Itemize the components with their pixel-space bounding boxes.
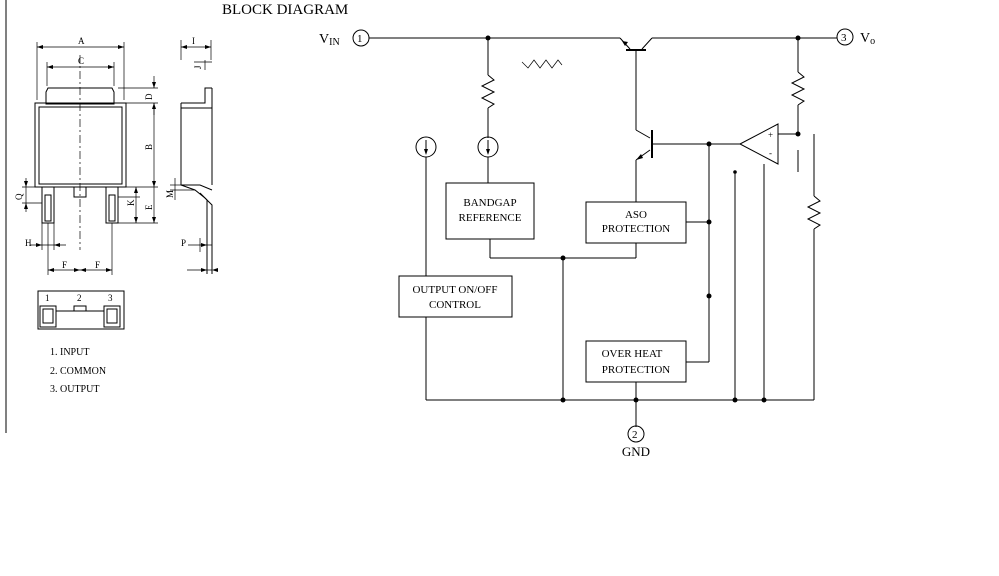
package-side-view: I J M P — [165, 36, 218, 274]
dim-label-e: E — [144, 204, 154, 210]
pin-number-2: 2 — [77, 293, 82, 303]
pass-transistor — [619, 37, 653, 130]
bandgap-label-line2: REFERENCE — [459, 212, 522, 224]
overheat-label-line2: PROTECTION — [602, 364, 671, 376]
noise-symbol — [521, 59, 563, 69]
aso-label-line1: ASO — [625, 209, 647, 221]
output-onoff-control-block — [398, 275, 513, 318]
dim-label-c: C — [78, 56, 84, 66]
junction-dot — [732, 397, 738, 403]
dim-label-f-left: F — [62, 260, 67, 270]
bandgap-reference-block — [445, 182, 535, 240]
dim-label-i: I — [192, 36, 195, 46]
junction-dot — [560, 397, 566, 403]
junction-dot — [795, 131, 801, 137]
opamp-minus-sign: - — [769, 148, 772, 158]
opamp-plus-sign: + — [768, 130, 773, 140]
vo-terminal — [836, 28, 854, 46]
onoff-label-line1: OUTPUT ON/OFF — [412, 284, 497, 296]
package-front-view: A C D B K — [14, 36, 158, 275]
pin-number-1: 1 — [45, 293, 50, 303]
dim-label-h: H — [25, 238, 32, 248]
dim-label-q: Q — [14, 193, 24, 200]
dim-label-m: M — [165, 190, 175, 198]
gnd-terminal-number: 2 — [632, 429, 638, 441]
aso-label-line2: PROTECTION — [602, 223, 671, 235]
dim-label-k: K — [126, 199, 136, 206]
vo-label: Vo — [860, 31, 875, 47]
dim-label-p: P — [181, 238, 186, 248]
dim-label-f-right: F — [95, 260, 100, 270]
pin-legend-common: 2. COMMON — [50, 366, 106, 377]
package-pin-view: 1 2 3 — [37, 290, 125, 330]
overheat-label-line1: OVER HEAT — [602, 348, 663, 360]
bias-resistor — [480, 38, 496, 138]
output-divider-lower-resistor — [806, 195, 822, 400]
error-amplifier: + - — [738, 123, 798, 400]
driver-transistor — [635, 129, 740, 202]
overheat-protection-block — [585, 340, 687, 383]
bandgap-label-line1: BANDGAP — [463, 197, 516, 209]
dim-label-a: A — [78, 36, 85, 46]
pin-number-3: 3 — [108, 293, 113, 303]
pin-legend-output: 3. OUTPUT — [50, 384, 99, 395]
vo-terminal-number: 3 — [841, 32, 847, 44]
gnd-label: GND — [622, 444, 650, 459]
junction-dot — [761, 397, 767, 403]
dim-label-j: J — [193, 65, 203, 69]
vin-label: VIN — [319, 32, 340, 48]
dim-label-d: D — [144, 93, 154, 100]
junction-dot — [706, 293, 712, 299]
output-divider-upper-resistor — [790, 38, 806, 134]
pin-legend-input: 1. INPUT — [50, 347, 89, 358]
block-diagram-title: BLOCK DIAGRAM — [222, 2, 348, 18]
aso-protection-block — [585, 201, 687, 244]
dim-label-b: B — [144, 144, 154, 150]
gnd-terminal — [627, 425, 645, 443]
vin-terminal-number: 1 — [357, 33, 363, 45]
onoff-label-line2: CONTROL — [429, 299, 481, 311]
